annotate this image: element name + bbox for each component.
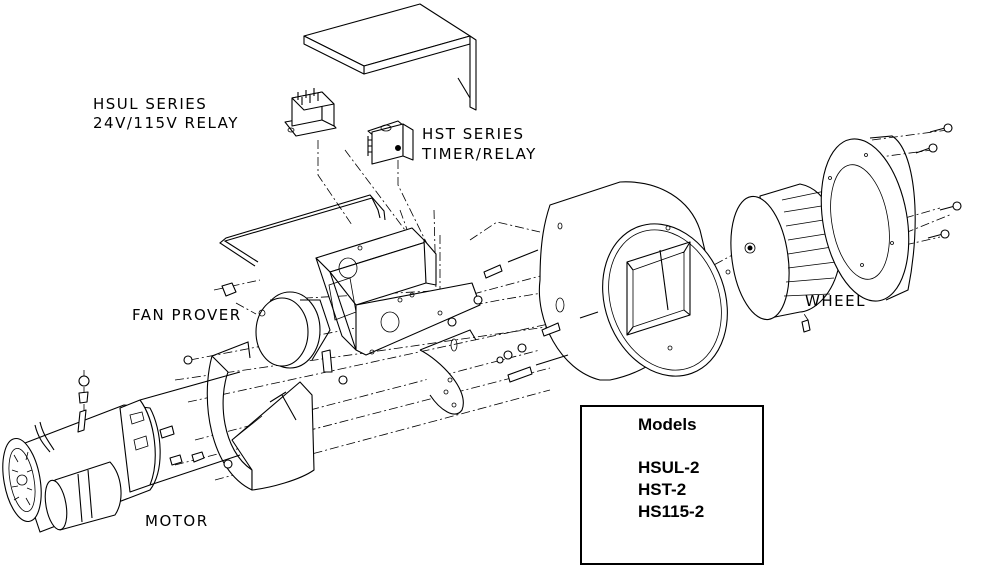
motor-label: MOTOR: [145, 512, 209, 530]
fan-prover-connector: [221, 282, 237, 297]
blower-wheel: [730, 183, 840, 333]
fan-prover-label: FAN PROVER: [132, 306, 242, 324]
hsul-relay-label: 24V/115V RELAY: [93, 114, 239, 132]
control-box-bracket: [315, 227, 481, 356]
screws-inlet-ring: [915, 123, 962, 239]
hst-timer-relay-label: TIMER/RELAY: [422, 145, 537, 163]
model-item: HST-2: [638, 480, 687, 499]
inlet-ring: [820, 135, 916, 302]
hst-series-label: HST SERIES: [422, 125, 525, 143]
blower-housing: [538, 181, 731, 381]
motor: [2, 371, 241, 533]
cover-lid: [303, 3, 477, 111]
model-item: HS115-2: [638, 502, 705, 521]
housing-hardware: [183, 249, 599, 469]
fan-prover-tube: [219, 194, 386, 267]
inlet-shroud: [231, 381, 315, 491]
model-item: HSUL-2: [638, 458, 700, 477]
hst-timer-relay: [367, 120, 414, 165]
hsul-series-label: HSUL SERIES: [93, 95, 208, 113]
models-title: Models: [638, 415, 697, 434]
hsul-relay: [284, 88, 337, 137]
wheel-label: WHEEL: [805, 292, 866, 310]
mounting-plate: [206, 329, 477, 491]
models-box: Models HSUL-2 HST-2 HS115-2: [580, 405, 764, 565]
models-list: HSUL-2 HST-2 HS115-2: [638, 457, 704, 523]
fan-prover-switch: [255, 291, 333, 373]
